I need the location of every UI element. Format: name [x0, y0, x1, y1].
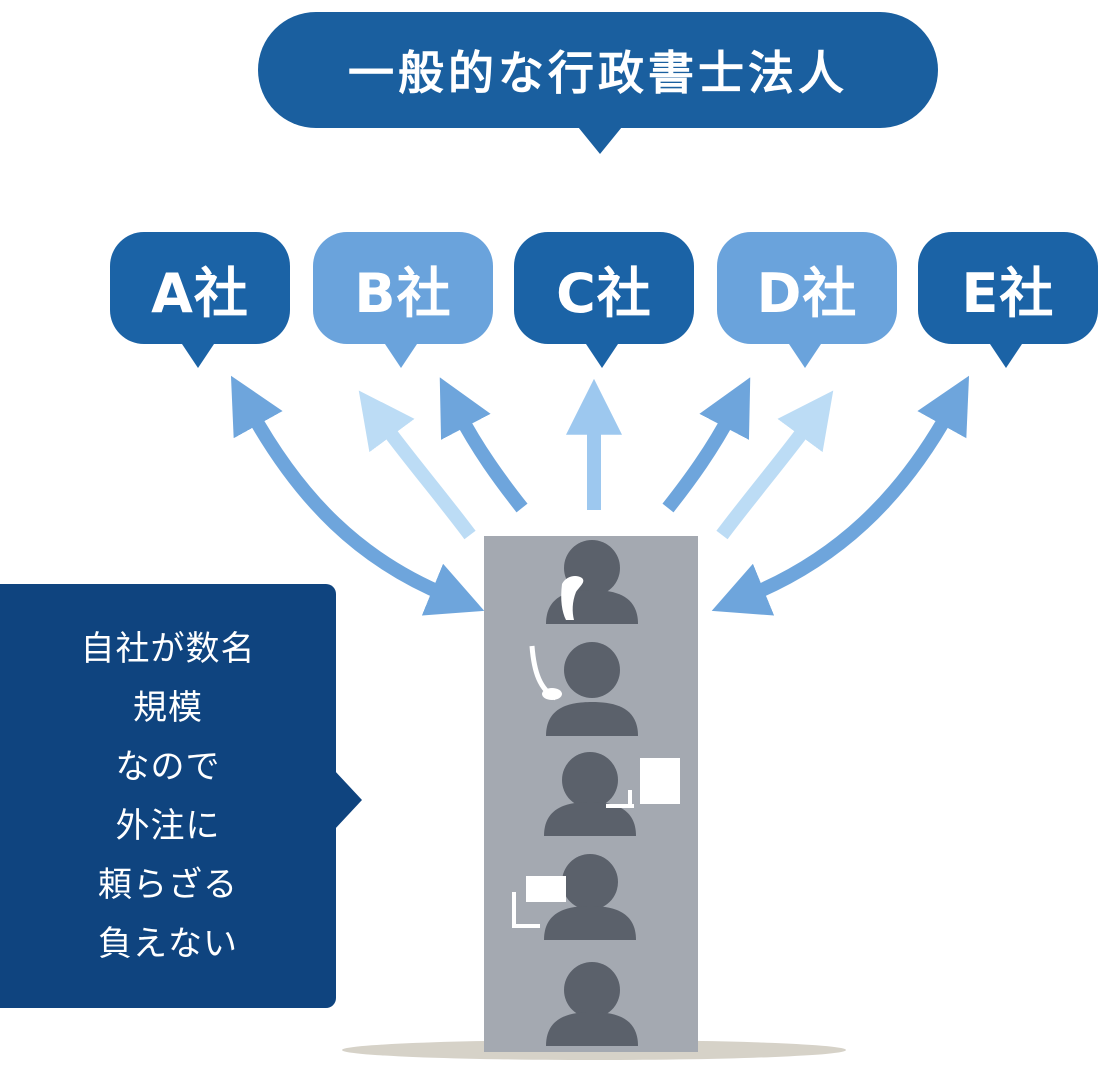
company-bubble-a-tail	[178, 338, 218, 368]
person-with-phone-icon	[546, 540, 638, 624]
company-bubble-b-tail	[381, 338, 421, 368]
arrow-to-company-e	[711, 375, 970, 616]
company-bubble-e: E社	[918, 232, 1098, 344]
note-line: なので	[115, 747, 221, 787]
company-bubble-c-tail	[582, 338, 622, 368]
diagram-title: 一般的な行政書士法人	[348, 46, 848, 100]
note-box-tail	[334, 770, 362, 830]
title-bubble: 一般的な行政書士法人	[258, 12, 938, 128]
note-line: 規模	[133, 688, 203, 728]
note-box: 自社が数名 規模 なので 外注に 頼らざる 負えない	[0, 584, 336, 1008]
note-line: 負えない	[98, 924, 238, 964]
note-line: 外注に	[115, 806, 221, 846]
company-bubble-c: C社	[514, 232, 694, 344]
company-bubble-b: B社	[313, 232, 493, 344]
note-line: 自社が数名	[80, 629, 256, 669]
company-label-e: E社	[961, 261, 1055, 325]
note-line: 頼らざる	[98, 865, 238, 905]
company-bubble-e-tail	[986, 338, 1026, 368]
title-bubble-tail	[574, 122, 626, 154]
company-bubble-a: A社	[110, 232, 290, 344]
company-label-b: B社	[354, 261, 452, 325]
company-bubble-d-tail	[785, 338, 825, 368]
arrow-to-company-a	[230, 375, 485, 616]
company-label-d: D社	[756, 261, 858, 325]
company-label-a: A社	[151, 261, 249, 325]
company-label-c: C社	[556, 261, 652, 325]
company-bubble-d: D社	[717, 232, 897, 344]
arrow-to-company-b-dark	[439, 377, 528, 513]
person-at-computer-icon	[544, 752, 680, 836]
arrow-to-company-b	[358, 390, 476, 540]
person-icon	[546, 962, 638, 1046]
person-with-headset-icon	[529, 642, 638, 736]
person-at-computer-icon-2	[512, 854, 636, 940]
